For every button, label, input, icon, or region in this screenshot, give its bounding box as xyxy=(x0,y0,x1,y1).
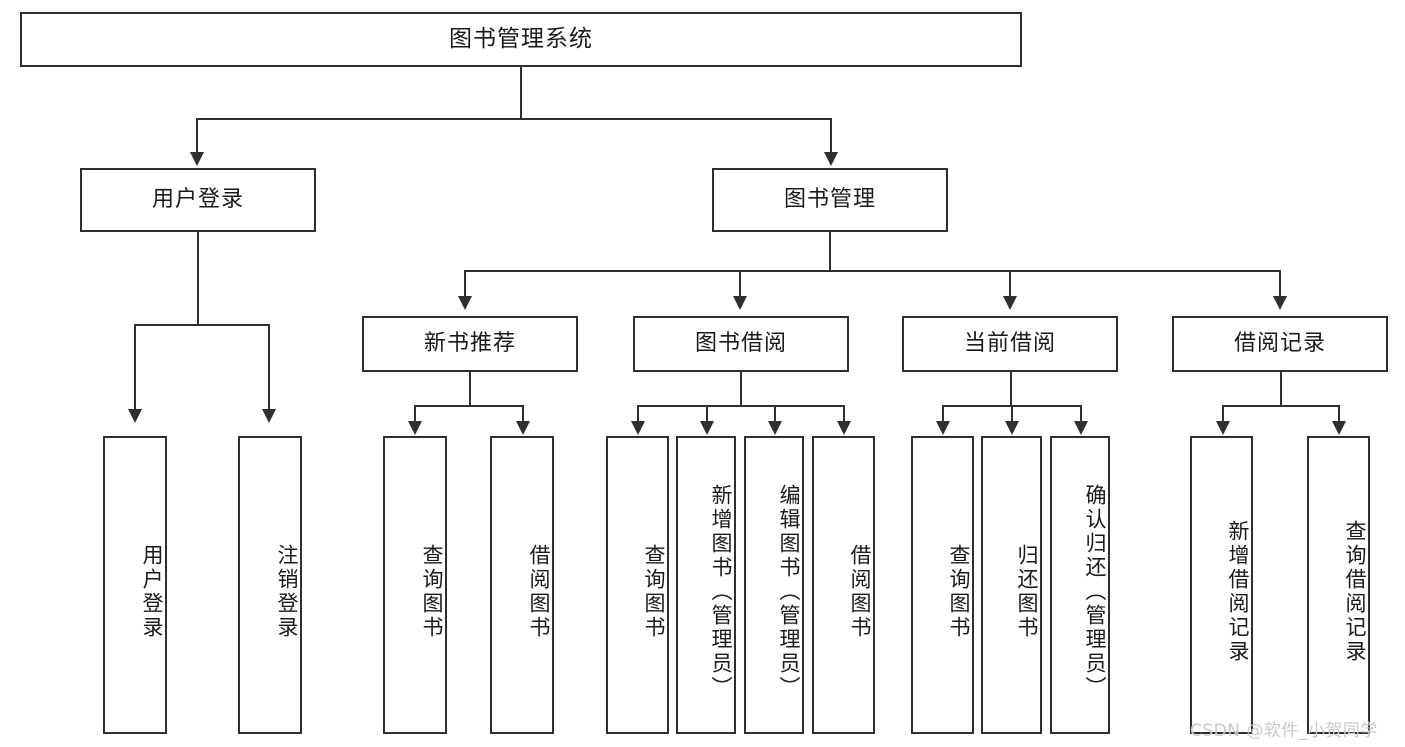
node-label: 查询借阅记录 xyxy=(1343,520,1367,664)
leaf-query-book-cb[interactable]: 查询图书 xyxy=(911,436,974,734)
node-user-login[interactable]: 用户登录 xyxy=(80,168,316,232)
arrow-down-icon xyxy=(1074,421,1088,435)
leaf-query-book-nbr[interactable]: 查询图书 xyxy=(383,436,447,734)
node-label: 图书借阅 xyxy=(694,330,787,356)
edge-nbr-to-leaf-1 xyxy=(414,405,416,423)
edge-br-to-leaf-2 xyxy=(1338,405,1340,423)
edge-book-borrow-bus xyxy=(637,405,845,407)
edge-nbr-to-leaf-2 xyxy=(522,405,524,423)
arrow-down-icon xyxy=(1273,296,1287,310)
arrow-down-icon xyxy=(700,421,714,435)
edge-borrow-record-stem xyxy=(1280,372,1282,406)
edge-user-login-to-leaf-2 xyxy=(268,324,270,411)
node-label: 借阅图书 xyxy=(527,544,551,640)
edge-bb-to-leaf-4 xyxy=(843,405,845,423)
arrow-down-icon xyxy=(408,421,422,435)
edge-cb-to-leaf-3 xyxy=(1080,405,1082,423)
arrow-down-icon xyxy=(458,296,472,310)
node-book-management[interactable]: 图书管理 xyxy=(712,168,948,232)
node-label: 查询图书 xyxy=(642,544,666,640)
node-label: 编辑图书（管理员） xyxy=(777,484,801,700)
edge-borrow-record-bus xyxy=(1222,405,1338,407)
arrow-down-icon xyxy=(1332,421,1346,435)
leaf-confirm-return-admin[interactable]: 确认归还（管理员） xyxy=(1050,436,1110,734)
node-label: 归还图书 xyxy=(1015,544,1039,640)
node-root-book-management-system[interactable]: 图书管理系统 xyxy=(20,12,1022,67)
arrow-down-icon xyxy=(824,152,838,166)
edge-to-current-borrow xyxy=(1009,270,1011,298)
edge-user-login-stem xyxy=(197,232,199,325)
edge-cb-to-leaf-1 xyxy=(942,405,944,423)
node-label: 用户登录 xyxy=(140,544,164,640)
arrow-down-icon xyxy=(190,152,204,166)
edge-root-to-book-management xyxy=(830,118,832,154)
edge-root-to-user-login xyxy=(196,118,198,154)
arrow-down-icon xyxy=(631,421,645,435)
arrow-down-icon xyxy=(837,421,851,435)
edge-br-to-leaf-1 xyxy=(1222,405,1224,423)
leaf-query-borrow-record[interactable]: 查询借阅记录 xyxy=(1307,436,1370,734)
edge-to-borrow-record xyxy=(1279,270,1281,298)
leaf-return-book[interactable]: 归还图书 xyxy=(981,436,1042,734)
arrow-down-icon xyxy=(936,421,950,435)
edge-user-login-to-leaf-1 xyxy=(134,324,136,411)
edge-bb-to-leaf-3 xyxy=(774,405,776,423)
arrow-down-icon xyxy=(768,421,782,435)
edge-user-login-bus xyxy=(134,324,269,326)
node-current-borrow[interactable]: 当前借阅 xyxy=(902,316,1118,372)
edge-to-book-borrow xyxy=(739,270,741,298)
edge-book-management-bus xyxy=(464,270,1280,272)
edge-cb-to-leaf-2 xyxy=(1011,405,1013,423)
arrow-down-icon xyxy=(1216,421,1230,435)
arrow-down-icon xyxy=(733,296,747,310)
leaf-add-borrow-record[interactable]: 新增借阅记录 xyxy=(1190,436,1253,734)
node-label: 借阅图书 xyxy=(848,544,872,640)
node-label: 图书管理系统 xyxy=(449,25,593,52)
node-label: 用户登录 xyxy=(151,186,244,212)
arrow-down-icon xyxy=(1003,296,1017,310)
edge-new-book-recommend-bus xyxy=(414,405,524,407)
node-label: 借阅记录 xyxy=(1233,330,1326,356)
leaf-query-book-bb[interactable]: 查询图书 xyxy=(606,436,669,734)
edge-book-management-stem xyxy=(829,232,831,272)
edge-root-stem xyxy=(520,67,522,119)
node-label: 确认归还（管理员） xyxy=(1083,484,1107,700)
edge-root-bus xyxy=(196,118,832,120)
node-book-borrow[interactable]: 图书借阅 xyxy=(633,316,849,372)
node-label: 查询图书 xyxy=(420,544,444,640)
node-label: 新增图书（管理员） xyxy=(709,484,733,700)
leaf-add-book-admin[interactable]: 新增图书（管理员） xyxy=(676,436,736,734)
node-new-book-recommend[interactable]: 新书推荐 xyxy=(362,316,578,372)
watermark: CSDN @软件_小贺同学 xyxy=(1190,721,1378,741)
node-label: 查询图书 xyxy=(947,544,971,640)
arrow-down-icon xyxy=(262,409,276,423)
arrow-down-icon xyxy=(516,421,530,435)
leaf-logout[interactable]: 注销登录 xyxy=(238,436,302,734)
leaf-user-login[interactable]: 用户登录 xyxy=(103,436,167,734)
leaf-borrow-book-bb[interactable]: 借阅图书 xyxy=(812,436,875,734)
edge-bb-to-leaf-2 xyxy=(706,405,708,423)
arrow-down-icon xyxy=(128,409,142,423)
edge-book-borrow-stem xyxy=(740,372,742,406)
edge-to-new-book-recommend xyxy=(464,270,466,298)
node-label: 图书管理 xyxy=(783,186,876,212)
node-borrow-record[interactable]: 借阅记录 xyxy=(1172,316,1388,372)
arrow-down-icon xyxy=(1005,421,1019,435)
node-label: 注销登录 xyxy=(275,544,299,640)
edge-bb-to-leaf-1 xyxy=(637,405,639,423)
node-label: 新书推荐 xyxy=(423,330,516,356)
node-label: 当前借阅 xyxy=(963,330,1056,356)
edge-new-book-recommend-stem xyxy=(469,372,471,406)
leaf-edit-book-admin[interactable]: 编辑图书（管理员） xyxy=(744,436,804,734)
node-label: 新增借阅记录 xyxy=(1226,520,1250,664)
edge-current-borrow-stem xyxy=(1010,372,1012,406)
leaf-borrow-book-nbr[interactable]: 借阅图书 xyxy=(490,436,554,734)
